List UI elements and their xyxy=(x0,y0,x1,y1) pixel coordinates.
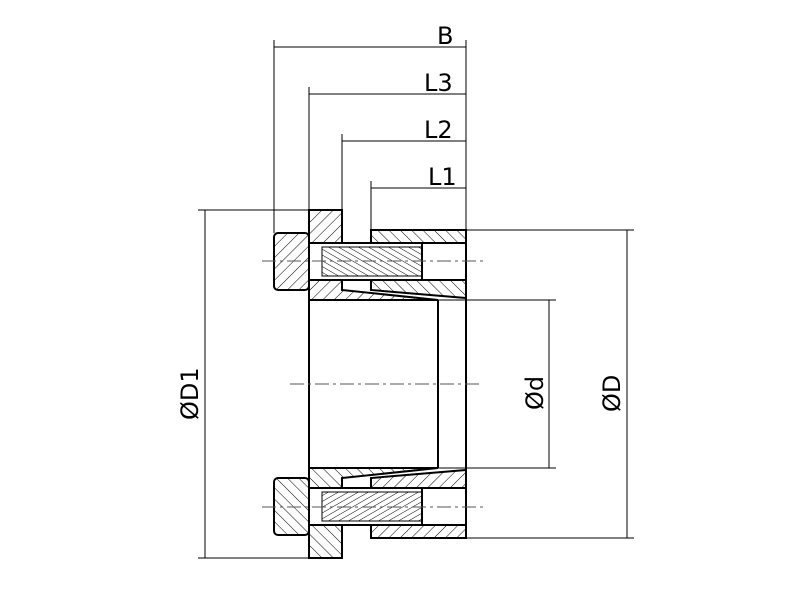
dim-L3-label: L3 xyxy=(424,69,453,97)
dim-d-label: Ød xyxy=(521,376,549,410)
dim-L1-label: L1 xyxy=(428,163,457,191)
dim-D1-label: ØD1 xyxy=(176,367,204,420)
dim-D-label: ØD xyxy=(598,375,626,412)
upper-section xyxy=(273,209,467,301)
dimension-lines xyxy=(198,40,634,559)
dim-L2-label: L2 xyxy=(424,116,453,144)
dim-B-label: B xyxy=(437,22,453,50)
